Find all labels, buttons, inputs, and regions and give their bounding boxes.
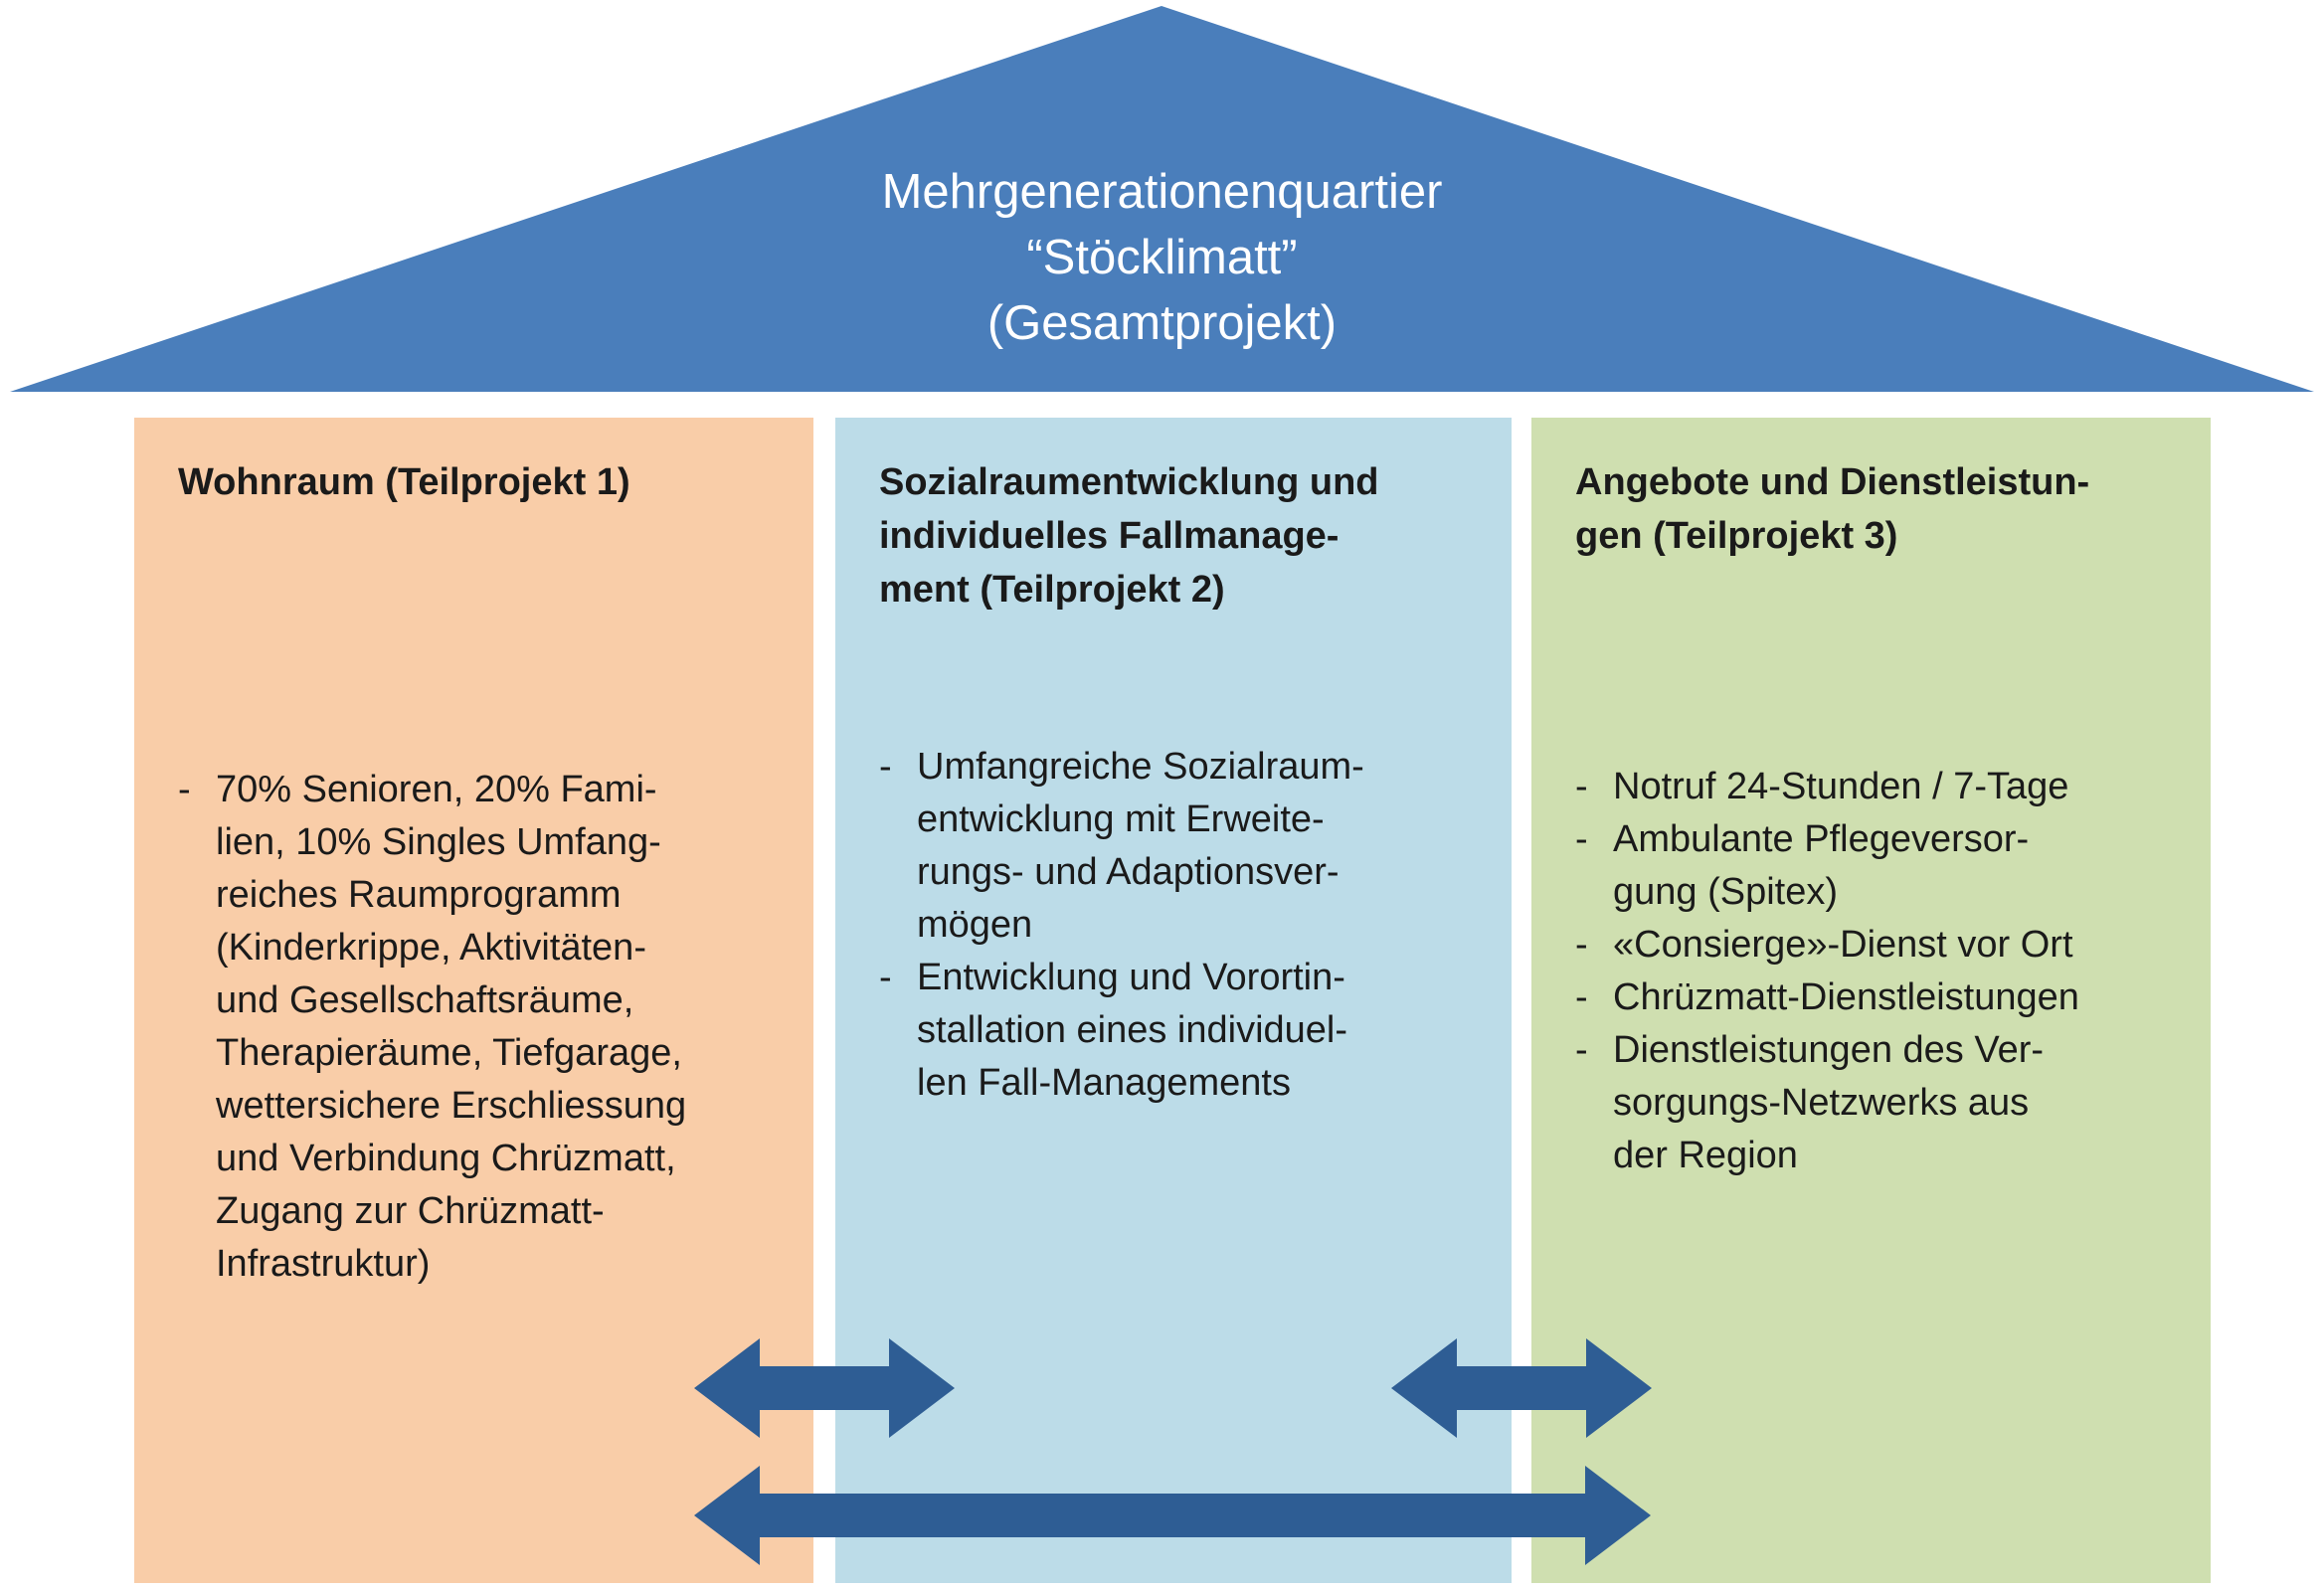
roof-title: Mehrgenerationenquartier “Stöcklimatt” (… [881, 165, 1443, 350]
list-item: - 70% Senioren, 20% Fami- lien, 10% Sing… [178, 764, 794, 1291]
list-item-text: 70% Senioren, 20% Fami- lien, 10% Single… [216, 769, 687, 1285]
list-item-text: Dienstleistungen des Ver- sorgungs-Netzw… [1613, 1029, 2045, 1176]
double-arrow-shape [694, 1338, 955, 1438]
list-item: - Umfangreiche Sozialraum- entwicklung m… [879, 741, 1492, 952]
list-item: - «Consierge»-Dienst vor Ort [1575, 919, 2191, 971]
double-arrow-icon-col2-col3 [1391, 1338, 1652, 1438]
column-heading-sozialraum: Sozialraumentwicklung und individuelles … [879, 461, 1379, 611]
column-items-sozialraum: - Umfangreiche Sozialraum- entwicklung m… [879, 741, 1492, 1110]
list-item-text: «Consierge»-Dienst vor Ort [1613, 924, 2073, 966]
list-item-text: Umfangreiche Sozialraum- entwicklung mit… [917, 746, 1364, 946]
bullet-dash: - [1575, 766, 1588, 807]
bullet-dash: - [1575, 818, 1588, 860]
list-item: - Chrüzmatt-Dienstleistungen [1575, 971, 2191, 1024]
double-arrow-shape [694, 1466, 1651, 1565]
list-item: - Dienstleistungen des Ver- sorgungs-Net… [1575, 1024, 2191, 1182]
double-arrow-icon-col1-col3 [694, 1466, 1651, 1565]
list-item-text: Chrüzmatt-Dienstleistungen [1613, 976, 2079, 1018]
bullet-dash: - [879, 957, 892, 998]
column-items-angebote: - Notruf 24-Stunden / 7-Tage - Ambulante… [1575, 761, 2191, 1182]
bullet-dash: - [879, 746, 892, 788]
bullet-dash: - [1575, 976, 1588, 1018]
list-item: - Notruf 24-Stunden / 7-Tage [1575, 761, 2191, 813]
column-heading-angebote: Angebote und Dienstleistun- gen (Teilpro… [1575, 461, 2090, 557]
list-item-text: Entwicklung und Vorortin- stallation ein… [917, 957, 1348, 1104]
list-item-text: Notruf 24-Stunden / 7-Tage [1613, 766, 2069, 807]
bullet-dash: - [178, 769, 191, 810]
roof-triangle [10, 6, 2314, 392]
list-item: - Ambulante Pflegeversor- gung (Spitex) [1575, 813, 2191, 919]
list-item-text: Ambulante Pflegeversor- gung (Spitex) [1613, 818, 2030, 913]
column-heading-wohnraum: Wohnraum (Teilprojekt 1) [178, 461, 630, 503]
bullet-dash: - [1575, 1029, 1588, 1071]
double-arrow-shape [1391, 1338, 1652, 1438]
bullet-dash: - [1575, 924, 1588, 966]
roof-shape [10, 6, 2314, 392]
column-items-wohnraum: - 70% Senioren, 20% Fami- lien, 10% Sing… [178, 764, 794, 1291]
list-item: - Entwicklung und Vorortin- stallation e… [879, 952, 1492, 1110]
double-arrow-icon-col1-col2 [694, 1338, 955, 1438]
